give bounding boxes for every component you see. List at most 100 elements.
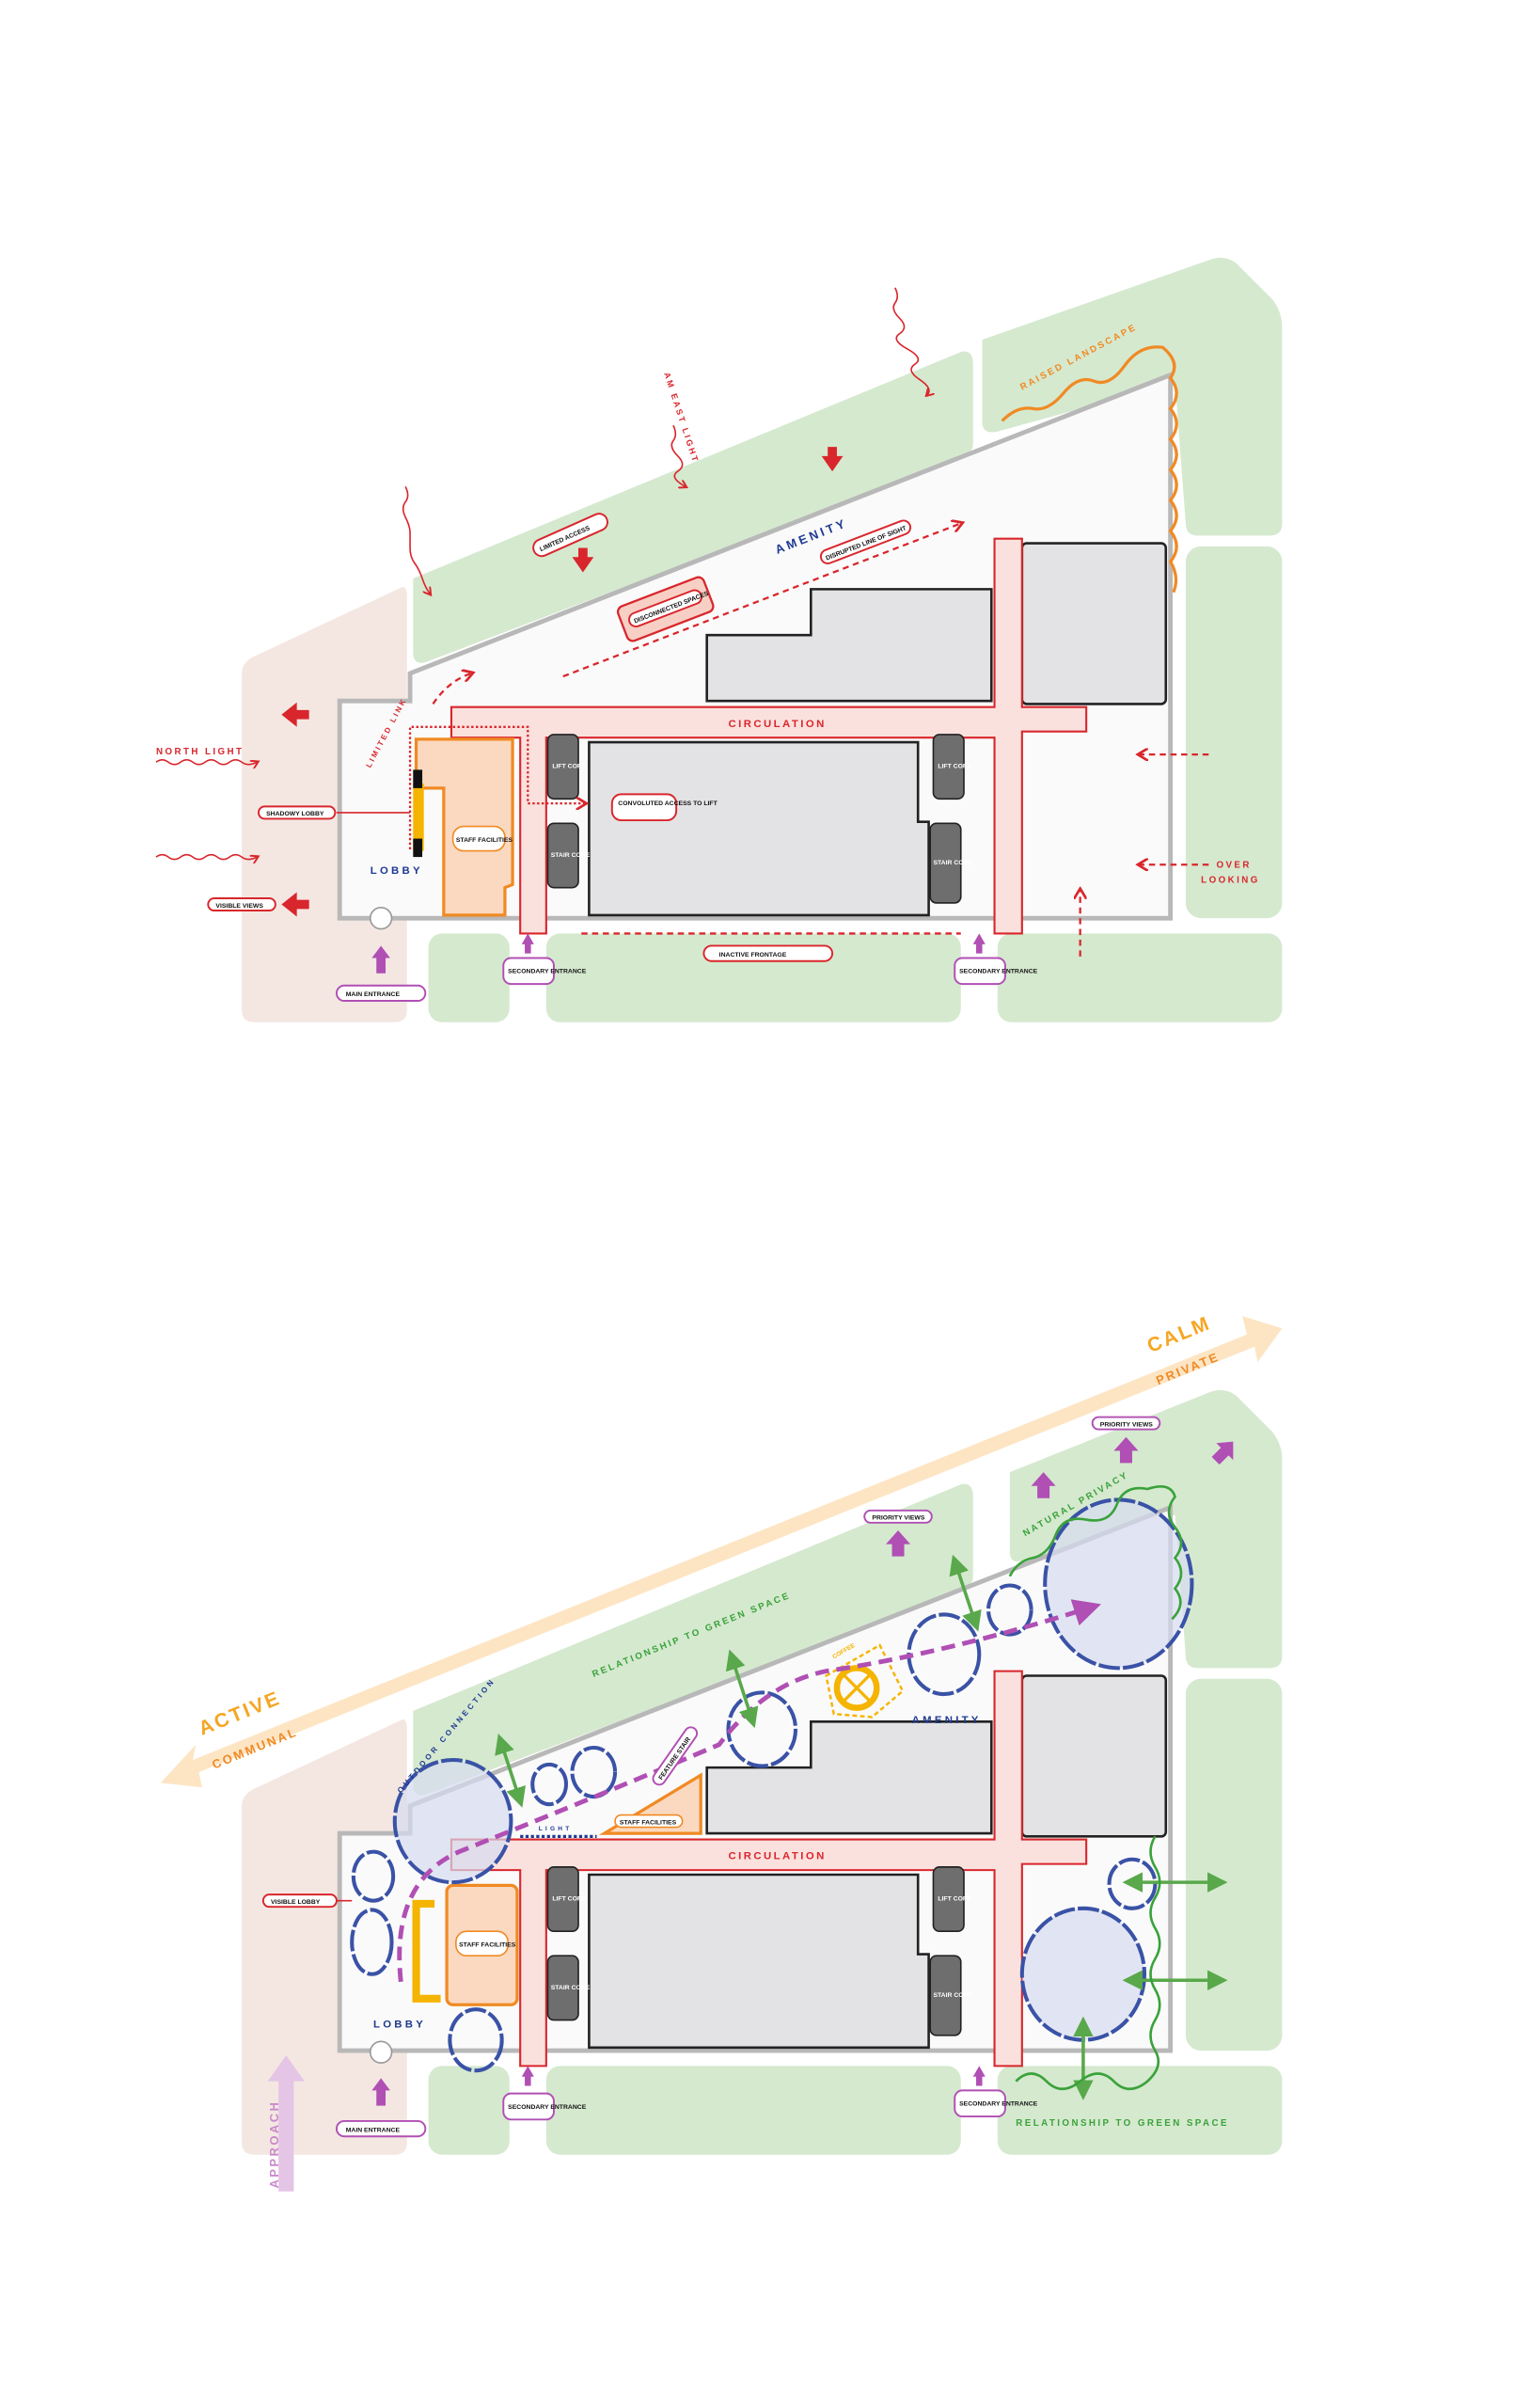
priority-views-tag: PRIORITY VIEWS	[863, 1509, 933, 1524]
calm-label: CALM	[1144, 1312, 1214, 1357]
block-arrow-icon	[821, 447, 844, 472]
sun-arrow	[670, 424, 686, 486]
lift-core	[546, 1866, 579, 1933]
svg-text:CONVOLUTED ACCESS TO LIFT: CONVOLUTED ACCESS TO LIFT	[618, 800, 718, 807]
convoluted-access-tag: CONVOLUTED ACCESS TO LIFT	[610, 793, 718, 822]
activity-zone	[530, 1762, 569, 1807]
staff-facilities-label: STAFF FACILITIES	[620, 1819, 677, 1826]
lift-core-label: LIFT CORE	[938, 1896, 971, 1903]
approach-label: APPROACH	[267, 2100, 281, 2189]
overlooking-label: LOOKING	[1201, 876, 1260, 886]
green-space-south-3	[997, 2066, 1283, 2155]
building-block	[705, 1720, 993, 1835]
east-hedge	[1015, 1835, 1161, 2091]
convoluted-route	[408, 725, 584, 849]
green-link-arrow	[495, 1734, 526, 1808]
activity-zone	[726, 1690, 798, 1768]
light-arrow	[155, 853, 257, 860]
main-entrance-tag: MAIN ENTRANCE	[335, 2119, 427, 2138]
activity-zone	[986, 1583, 1033, 1637]
lobby-label: LOBBY	[373, 2020, 426, 2031]
disrupted-sightline	[562, 523, 961, 678]
proposed-strategy-diagram: ACTIVE COMMUNAL CALM PRIVATE CIRCULATION…	[160, 1312, 1283, 2192]
svg-text:VISIBLE VIEWS: VISIBLE VIEWS	[215, 903, 263, 910]
staff-facilities-tag	[455, 1930, 509, 1957]
north-light-label: NORTH LIGHT	[156, 747, 244, 757]
green-space-south-1	[428, 933, 510, 1022]
green-space-east	[1185, 1678, 1283, 2052]
block-arrow-icon	[572, 547, 594, 573]
secondary-entrance-arrow	[972, 933, 986, 954]
staff-facilities-label: STAFF FACILITIES	[459, 1941, 516, 1948]
view-arrow-icon	[886, 1529, 911, 1557]
circulation-spine	[450, 1670, 1088, 2067]
journey-route	[397, 1599, 1101, 1983]
natural-privacy-hedge	[1008, 1485, 1183, 1621]
svg-text:PRIORITY VIEWS: PRIORITY VIEWS	[872, 1515, 924, 1522]
reception-desk	[412, 1899, 441, 2003]
green-space-south-2	[545, 2066, 961, 2155]
green-space-south-3	[997, 933, 1283, 1022]
visible-views-tag: VISIBLE VIEWS	[207, 897, 276, 912]
outdoor-connection-zone	[392, 1757, 513, 1885]
green-link-arrow	[725, 1649, 759, 1729]
secondary-entrance-arrow	[521, 2066, 534, 2086]
svg-text:VISIBLE LOBBY: VISIBLE LOBBY	[271, 1899, 321, 1906]
block-arrow-icon	[281, 702, 309, 727]
green-space-northeast	[982, 257, 1283, 536]
revolving-door	[369, 906, 393, 930]
green-space-south-2	[545, 933, 961, 1022]
stair-core	[546, 1955, 579, 2021]
stair-core-label: STAIR CORE	[551, 1985, 591, 1991]
private-zone	[1043, 1497, 1194, 1671]
sun-arrow	[402, 486, 430, 594]
light-label: LIGHT	[539, 1826, 573, 1832]
raised-landscape-line	[1001, 345, 1178, 594]
amenity-label: AMENITY	[912, 1715, 982, 1726]
secondary-entrance-arrow	[972, 2066, 986, 2086]
svg-text:MAIN ENTRANCE: MAIN ENTRANCE	[346, 2127, 401, 2133]
north-light-arrow	[155, 758, 257, 765]
green-space-north	[413, 351, 973, 663]
secondary-entrance-arrow	[521, 933, 534, 954]
svg-text:SECONDARY ENTRANCE: SECONDARY ENTRANCE	[508, 2104, 587, 2111]
building-block	[1020, 1674, 1168, 1838]
staff-facilities-tag	[614, 1814, 684, 1829]
svg-text:MAIN ENTRANCE: MAIN ENTRANCE	[346, 991, 401, 998]
stair-core	[546, 822, 579, 889]
staff-facilities-tag	[451, 825, 506, 852]
activity-zone	[350, 1908, 394, 1976]
svg-text:SECONDARY ENTRANCE: SECONDARY ENTRANCE	[508, 969, 587, 975]
secondary-entrance-tag: SECONDARY ENTRANCE	[502, 957, 587, 986]
revolving-door	[369, 2040, 393, 2064]
view-arrow-icon	[1031, 1472, 1056, 1498]
main-entrance-tag: MAIN ENTRANCE	[335, 984, 427, 1002]
lift-core	[932, 1866, 965, 1933]
building-block	[588, 740, 930, 917]
green-space-north	[413, 1483, 973, 1796]
svg-text:INACTIVE FRONTAGE: INACTIVE FRONTAGE	[719, 952, 787, 958]
activity-zone	[448, 2007, 504, 2073]
circulation-label: CIRCULATION	[728, 1851, 826, 1862]
building-block	[588, 1873, 930, 2050]
green-space-east	[1185, 546, 1283, 919]
approach-arrow	[267, 2054, 305, 2192]
shadowy-lobby-tag: SHADOWY LOBBY	[258, 805, 411, 820]
lift-core-label: LIFT CORE	[552, 1896, 586, 1903]
stair-core-label: STAIR CORE	[551, 852, 591, 859]
am-east-light-label: AM EAST LIGHT	[662, 372, 701, 465]
existing-conditions-diagram: CIRCULATION LIFT CORE LIFT CORE STAIR CO…	[155, 257, 1283, 1022]
lift-core-label: LIFT CORE	[938, 764, 971, 770]
svg-text:SECONDARY ENTRANCE: SECONDARY ENTRANCE	[959, 2101, 1038, 2108]
activity-zone	[570, 1745, 618, 1799]
secondary-entrance-tag: SECONDARY ENTRANCE	[954, 957, 1038, 986]
stair-core-label: STAIR CORE	[933, 1992, 972, 1999]
priority-views-tag: PRIORITY VIEWS	[1091, 1416, 1161, 1431]
stair-core-label: STAIR CORE	[933, 860, 972, 866]
lift-core	[546, 734, 579, 800]
svg-text:SECONDARY ENTRANCE: SECONDARY ENTRANCE	[959, 969, 1038, 975]
visible-lobby-tag: VISIBLE LOBBY	[261, 1893, 353, 1909]
secondary-entrance-tag: SECONDARY ENTRANCE	[502, 2092, 587, 2121]
activity-zone	[1019, 1906, 1147, 2042]
